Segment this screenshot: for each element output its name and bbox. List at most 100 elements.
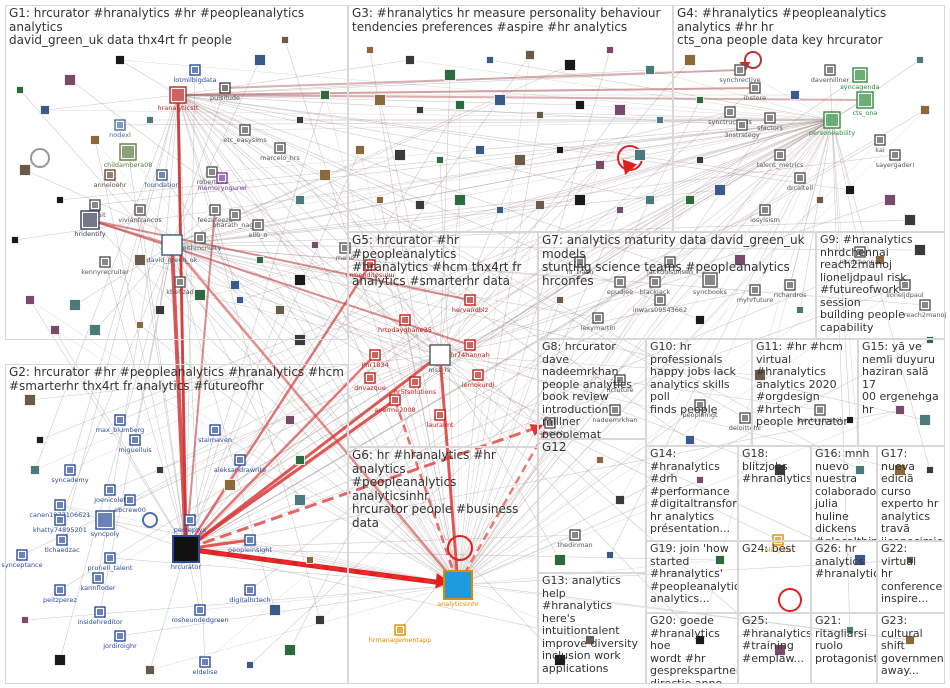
edge-142 [324, 174, 441, 356]
edge-47 [344, 119, 833, 249]
graph-node-unlabeled [696, 476, 704, 484]
edge-13 [211, 119, 833, 173]
graph-node-jmr1834: jmr1834 [360, 349, 389, 369]
graph-node-bharath-nagu: bharath_nagu [212, 209, 258, 229]
graph-node-unlabeled [616, 206, 624, 214]
graph-node-unlabeled [246, 661, 254, 669]
node-avatar [859, 94, 871, 106]
graph-node-unlabeled [574, 194, 586, 206]
node-label: childambera08 [104, 161, 153, 169]
node-marker [161, 234, 183, 256]
node-avatar [727, 109, 733, 115]
edge-15 [94, 119, 833, 206]
edge-234 [59, 244, 173, 661]
node-avatar [98, 513, 112, 527]
graph-node-unlabeled [145, 665, 155, 675]
edge-178 [171, 99, 501, 246]
group-panel-g1: G1: hrcurator #hranalytics #hr #peoplean… [5, 5, 348, 340]
graph-node-unlabeled [285, 415, 295, 425]
edge-125 [44, 109, 833, 121]
graph-node-unlabeled [914, 244, 926, 256]
graph-node-unlabeled [56, 196, 64, 204]
node-avatar [132, 437, 138, 443]
graph-node-unlabeled [284, 644, 296, 656]
node-label: mss_hr [428, 366, 451, 374]
node-label: davemillner [811, 76, 850, 84]
graph-node-ell0-o: ell0_o [249, 219, 268, 239]
edge-65 [457, 261, 671, 586]
graph-node-unlabeled [146, 116, 154, 124]
graph-node-sfactors: sfactors [757, 112, 784, 132]
edge-136 [185, 309, 281, 550]
node-label: kai [875, 146, 885, 154]
edge-272 [185, 548, 721, 561]
graph-node-hrmanagementapp: hrmanagementapp [369, 624, 431, 644]
graph-node-unlabeled [294, 494, 306, 506]
node-avatar [83, 213, 97, 227]
node-avatar [67, 467, 73, 473]
edge-199 [499, 119, 833, 211]
graph-node-unlabeled [415, 200, 425, 210]
node-avatar [617, 279, 623, 285]
graph-node-unlabeled [436, 156, 444, 164]
node-label: karinfloder [80, 584, 115, 592]
node-avatar [197, 235, 203, 241]
node-label: insidehreditor [77, 618, 122, 626]
graph-node-unlabeled [695, 315, 705, 325]
graph-node-dnvazque: dnvazque [354, 372, 386, 392]
node-avatar [92, 202, 98, 208]
node-label: richardros [774, 291, 807, 299]
graph-node-unlabeled [134, 254, 146, 266]
group-panel-g15: G15: yã ve nemli duyuru haziran salã 17 … [858, 339, 945, 446]
self-loop-g25 [778, 588, 802, 612]
edge-238 [229, 354, 441, 486]
edge-99 [104, 519, 459, 586]
graph-node-unlabeled [606, 46, 614, 54]
edge-30 [439, 87, 756, 356]
edge-214 [439, 199, 891, 356]
edge-131 [139, 324, 459, 586]
node-label: lotmilbigdata [174, 76, 217, 84]
node-label: peitzperez [43, 596, 78, 604]
edge-236 [34, 94, 179, 471]
edge-191 [559, 119, 833, 151]
strong-edge-20 [89, 219, 173, 246]
graph-node-unlabeled [24, 394, 36, 406]
graph-node-unlabeled [906, 556, 914, 564]
edge-255 [831, 119, 851, 421]
edge-66 [171, 244, 621, 283]
edge-63 [579, 119, 833, 263]
edge-115 [119, 584, 459, 637]
node-label: hr74hannah [450, 351, 490, 359]
edge-232 [149, 548, 187, 671]
node-avatar [57, 587, 63, 593]
node-label: jordiroighr [102, 642, 137, 650]
edge-263 [609, 119, 833, 556]
graph-node-unlabeled [89, 324, 101, 336]
node-avatar [787, 282, 793, 288]
node-label: prunell_talent [88, 564, 133, 572]
graph-node-mehe: mehe [336, 242, 354, 262]
edge-135 [239, 119, 833, 301]
edge-36 [177, 94, 743, 126]
node-label: peoplemgt [682, 411, 717, 419]
graph-node-unlabeled [894, 464, 906, 476]
graph-node-lemokurdi: lemokurdi [462, 369, 494, 389]
edge-41 [457, 139, 881, 586]
graph-node-aleksandrawrite: aleksandrawrite [214, 454, 266, 474]
graph-node-talegent: talegent [536, 417, 564, 437]
graph-node-iosylsism: iosylsism [750, 204, 780, 224]
group-panel-g10: G10: hr professionals happy jobs lack an… [646, 339, 752, 446]
node-avatar [177, 279, 183, 285]
graph-node-unlabeled [54, 654, 66, 666]
graph-node-robertsec: robertsec [197, 166, 228, 186]
graph-node-unlabeled [320, 90, 330, 100]
graph-node-karinfloder: karinfloder [80, 572, 116, 592]
edge-110 [59, 354, 441, 591]
edge-190 [439, 159, 521, 356]
node-label: blackjack [640, 288, 671, 296]
graph-node-unlabeled [405, 55, 415, 65]
edge-6 [279, 147, 441, 356]
node-avatar [572, 532, 578, 538]
graph-node-unlabeled [854, 554, 866, 566]
